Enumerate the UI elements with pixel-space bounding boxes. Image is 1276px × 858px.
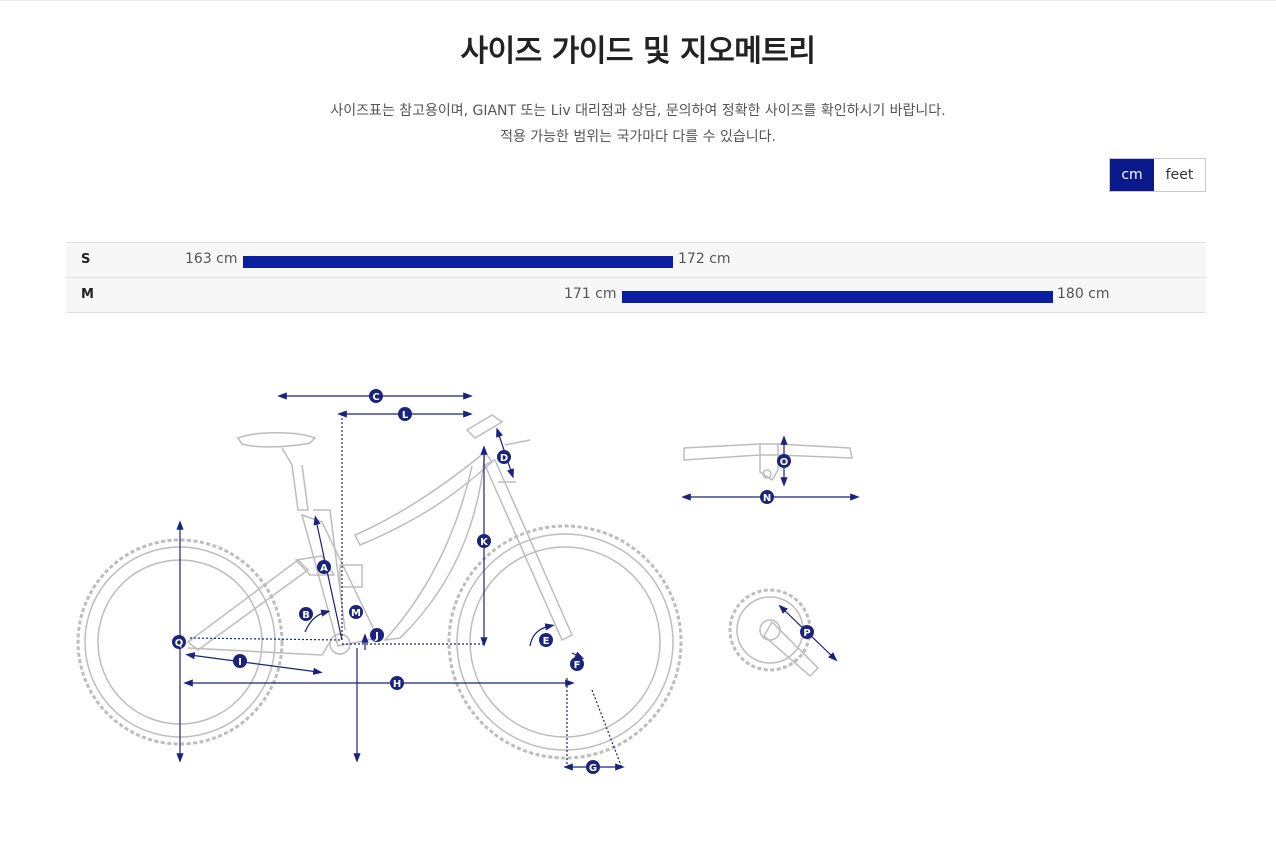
svg-text:D: D xyxy=(500,453,508,464)
size-guide-description: 사이즈표는 참고용이며, GIANT 또는 Liv 대리점과 상담, 문의하여 … xyxy=(330,103,946,119)
geometry-diagram: C L D K A B M J Q I H E F G O N P xyxy=(76,389,860,774)
bike-frame xyxy=(186,414,573,656)
badge-n: N xyxy=(760,490,774,504)
unit-feet-button[interactable]: feet xyxy=(1154,159,1205,191)
svg-text:G: G xyxy=(589,763,597,774)
height-range-bar xyxy=(622,291,1053,303)
svg-text:K: K xyxy=(480,537,489,548)
svg-text:E: E xyxy=(543,636,550,647)
measurement-lines xyxy=(176,392,625,771)
range-min-label: 171 cm xyxy=(564,286,617,302)
svg-text:B: B xyxy=(302,610,310,621)
svg-text:C: C xyxy=(372,392,379,403)
unit-toggle: cm feet xyxy=(1109,158,1206,192)
badge-a: A xyxy=(317,560,331,574)
size-range-table: S 163 cm 172 cm M 171 cm 180 cm xyxy=(66,242,1206,313)
size-label: M xyxy=(81,287,94,302)
badge-g: G xyxy=(586,760,600,774)
handlebar-detail xyxy=(683,443,853,482)
badge-d: D xyxy=(497,450,511,464)
range-max-label: 172 cm xyxy=(678,251,731,267)
range-min-label: 163 cm xyxy=(185,251,238,267)
size-row-s: S 163 cm 172 cm xyxy=(66,243,1206,278)
svg-text:O: O xyxy=(780,457,789,468)
badge-f: F xyxy=(570,657,584,671)
svg-text:A: A xyxy=(320,563,328,574)
top-divider xyxy=(0,0,1276,1)
svg-text:F: F xyxy=(574,660,581,671)
height-range-bar xyxy=(243,256,673,268)
svg-text:I: I xyxy=(238,657,242,668)
badge-l: L xyxy=(398,407,412,421)
svg-text:M: M xyxy=(351,608,361,619)
badge-p: P xyxy=(800,625,814,639)
size-row-m: M 171 cm 180 cm xyxy=(66,278,1206,313)
svg-text:N: N xyxy=(763,493,771,504)
page-title: 사이즈 가이드 및 지오메트리 xyxy=(460,34,816,69)
svg-text:H: H xyxy=(393,679,401,690)
svg-text:L: L xyxy=(402,410,409,421)
measurement-badges: C L D K A B M J Q I H E F G O N P xyxy=(172,389,814,774)
front-wheel xyxy=(447,524,683,760)
badge-b: B xyxy=(299,607,313,621)
size-guide-note: 적용 가능한 범위는 국가마다 다를 수 있습니다. xyxy=(500,129,776,145)
badge-h: H xyxy=(390,676,404,690)
size-label: S xyxy=(81,252,91,267)
badge-q: Q xyxy=(172,635,186,649)
badge-m: M xyxy=(349,605,363,619)
svg-text:J: J xyxy=(374,631,379,642)
svg-text:P: P xyxy=(803,628,810,639)
badge-j: J xyxy=(370,628,384,642)
range-max-label: 180 cm xyxy=(1057,286,1110,302)
badge-o: O xyxy=(777,454,791,468)
badge-k: K xyxy=(477,534,491,548)
badge-e: E xyxy=(539,633,553,647)
unit-cm-button[interactable]: cm xyxy=(1110,159,1154,191)
badge-i: I xyxy=(233,654,247,668)
badge-c: C xyxy=(369,389,383,403)
svg-text:Q: Q xyxy=(175,638,184,649)
